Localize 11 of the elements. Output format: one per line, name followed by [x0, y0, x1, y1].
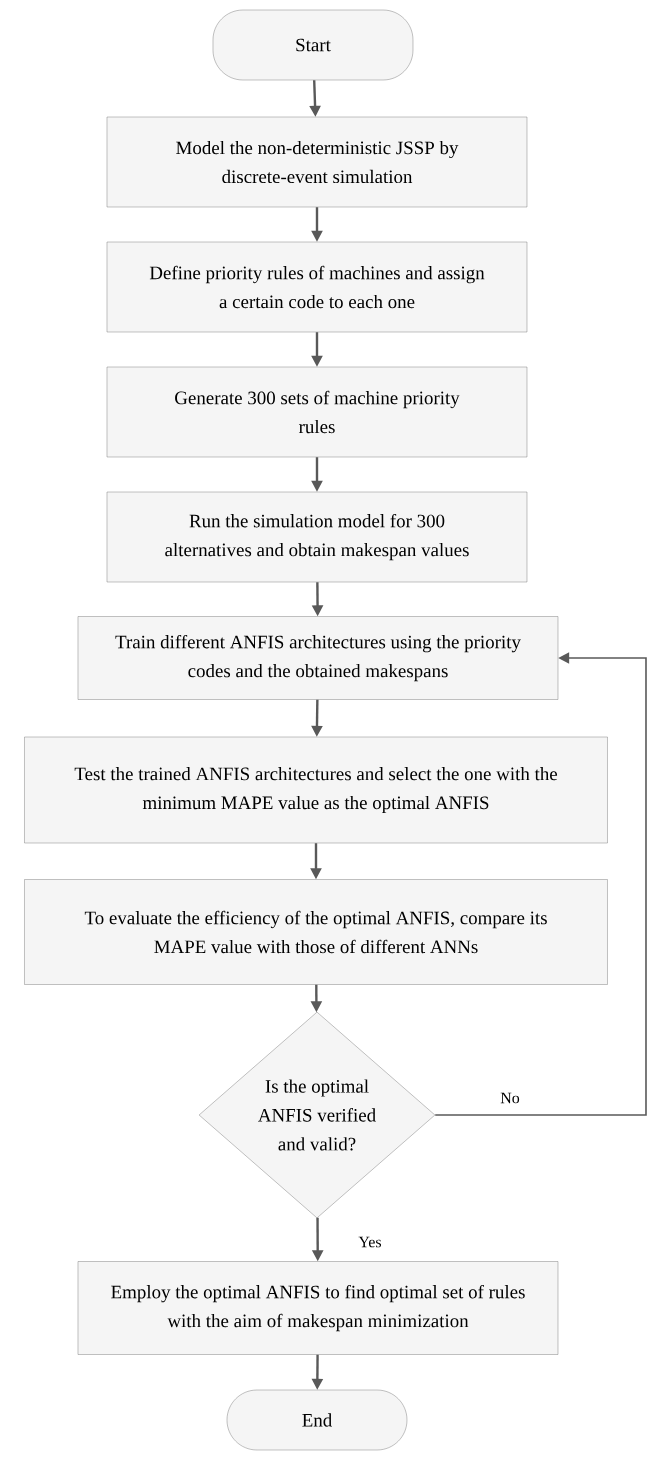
process-box: Model the non-deterministic JSSP by discrete-event simulation [106, 116, 528, 208]
process-box: Define priority rules of machines and assign a certain code to each one [106, 241, 528, 333]
edge-label: No [499, 1091, 521, 1105]
process-box: Run the simulation model for 300 alternatives and obtain makespan values [106, 491, 528, 583]
edge-label: Yes [357, 1235, 383, 1249]
process-box: Employ the optimal ANFIS to find optimal set of rules with the aim of makespan minimization [77, 1261, 559, 1355]
arrow [434, 652, 647, 1116]
process-box: Generate 300 sets of machine priority rules [106, 366, 528, 458]
process-box: Test the trained ANFIS architectures and select the one with the minimum MAPE value as the optimal ANFIS [24, 736, 608, 844]
process-box: Train different ANFIS architectures using the priority codes and the obtained makespans [77, 616, 559, 700]
process-box: To evaluate the efficiency of the optimal ANFIS, compare its MAPE value with those of different ANNs [24, 879, 608, 985]
